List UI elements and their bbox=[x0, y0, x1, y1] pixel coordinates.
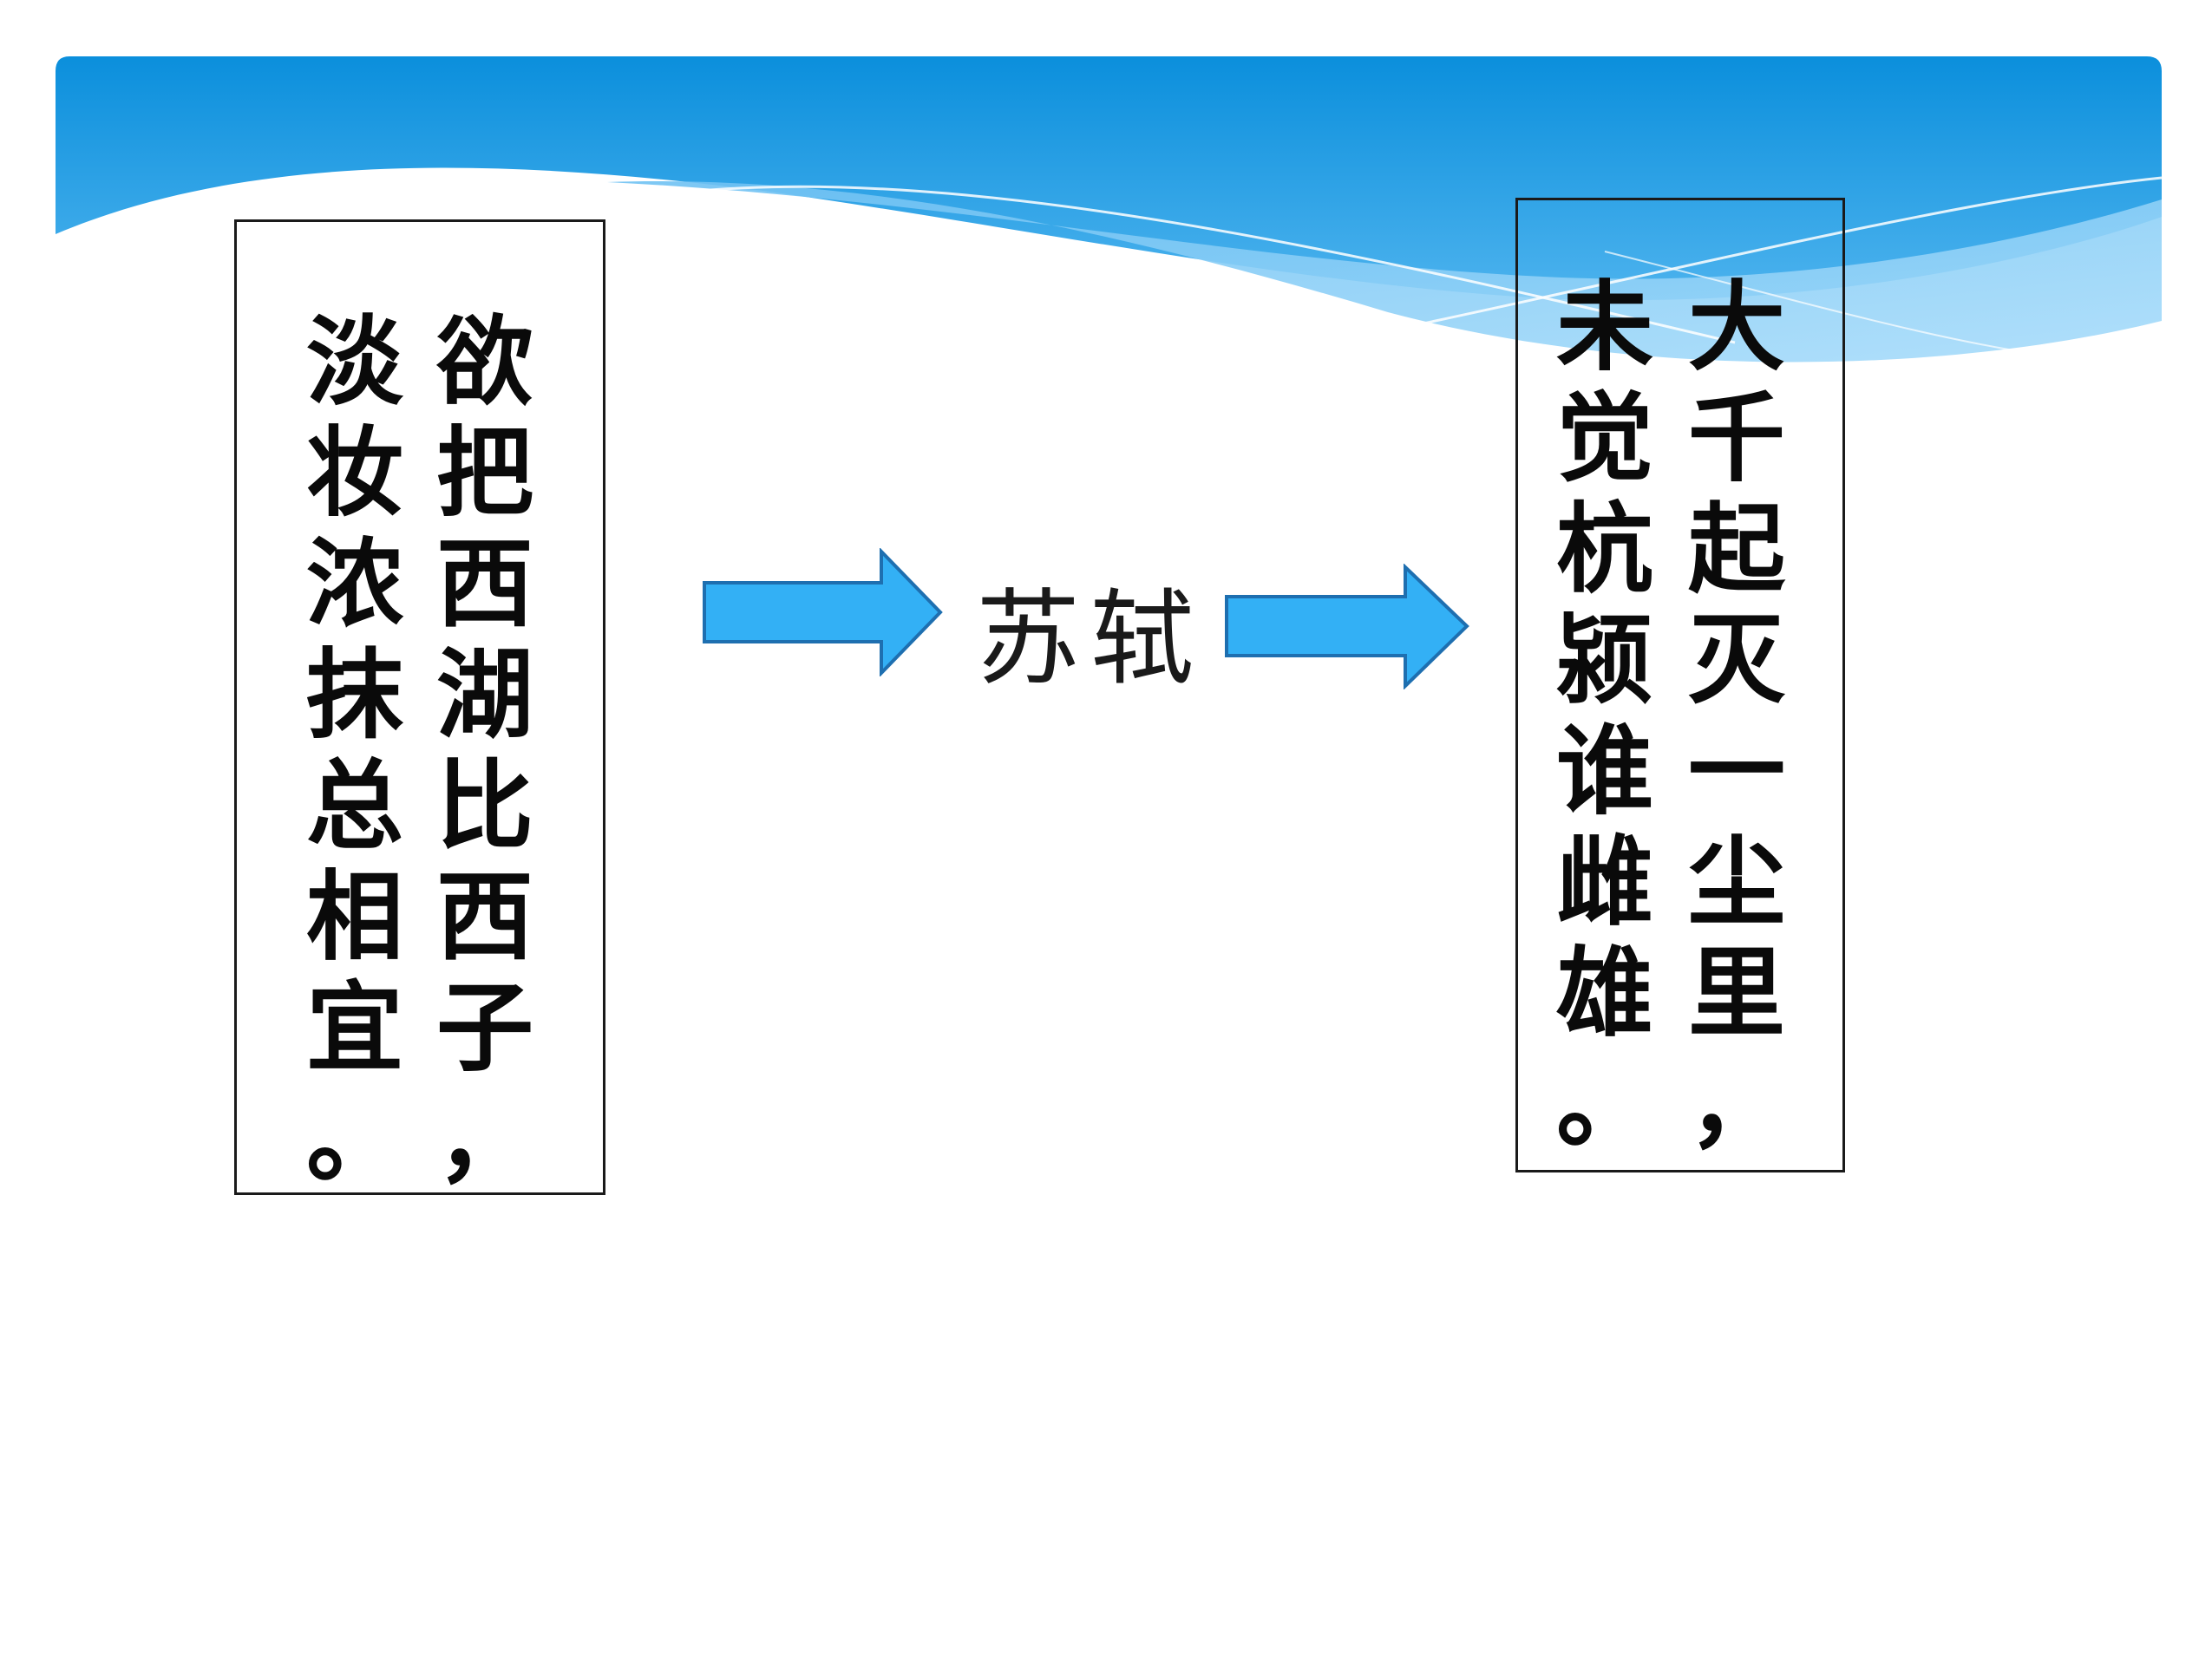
poem-char: 颍 bbox=[1556, 604, 1653, 717]
poem-right-column-2: 未 觉 杭 颍 谁 雌 雄 。 bbox=[1549, 272, 1660, 1160]
poem-char: 里 bbox=[1688, 937, 1785, 1050]
right-arrow-icon bbox=[1225, 564, 1469, 689]
poem-char: 把 bbox=[436, 416, 533, 530]
poem-box-right: 大 千 起 灭 一 尘 里 ， 未 觉 杭 颍 谁 雌 雄 。 bbox=[1515, 198, 1845, 1172]
poem-char: 相 bbox=[306, 860, 403, 974]
poem-char: 。 bbox=[1556, 1048, 1653, 1161]
poem-char: 起 bbox=[1688, 493, 1785, 606]
poem-left-column-2: 淡 妆 浓 抹 总 相 宜 。 bbox=[299, 307, 410, 1195]
poem-char: 千 bbox=[1688, 382, 1785, 495]
poem-char: 西 bbox=[436, 527, 533, 641]
poem-char: 灭 bbox=[1688, 604, 1785, 717]
poem-char: 雄 bbox=[1556, 937, 1653, 1050]
poem-char: ， bbox=[1688, 1048, 1785, 1161]
poem-char: 未 bbox=[1556, 271, 1653, 384]
poem-char: 雌 bbox=[1556, 826, 1653, 939]
poem-char: 抹 bbox=[306, 638, 403, 752]
poem-char: 杭 bbox=[1556, 493, 1653, 606]
poem-char: 欲 bbox=[436, 305, 533, 419]
poem-char: 湖 bbox=[436, 638, 533, 752]
poem-char: 觉 bbox=[1556, 382, 1653, 495]
poem-char: 妆 bbox=[306, 416, 403, 530]
poem-char: 子 bbox=[436, 971, 533, 1085]
poem-char: 淡 bbox=[306, 305, 403, 419]
poem-char: ， bbox=[436, 1082, 533, 1196]
poem-char: 。 bbox=[306, 1082, 403, 1196]
poem-char: 大 bbox=[1688, 271, 1785, 384]
poem-char: 尘 bbox=[1688, 826, 1785, 939]
poem-left-column-1: 欲 把 西 湖 比 西 子 ， bbox=[429, 307, 540, 1195]
poem-right-column-1: 大 千 起 灭 一 尘 里 ， bbox=[1681, 272, 1792, 1160]
poem-char: 比 bbox=[436, 749, 533, 863]
poem-char: 谁 bbox=[1556, 715, 1653, 828]
poem-box-left: 欲 把 西 湖 比 西 子 ， 淡 妆 浓 抹 总 相 宜 。 bbox=[234, 219, 605, 1195]
poem-char: 西 bbox=[436, 860, 533, 974]
wave-banner-decoration bbox=[56, 56, 2163, 362]
poem-char: 浓 bbox=[306, 527, 403, 641]
right-arrow-icon bbox=[703, 548, 943, 676]
author-label: 苏轼 bbox=[976, 579, 1205, 700]
poem-char: 一 bbox=[1688, 715, 1785, 828]
poem-char: 总 bbox=[306, 749, 403, 863]
poem-char: 宜 bbox=[306, 971, 403, 1085]
